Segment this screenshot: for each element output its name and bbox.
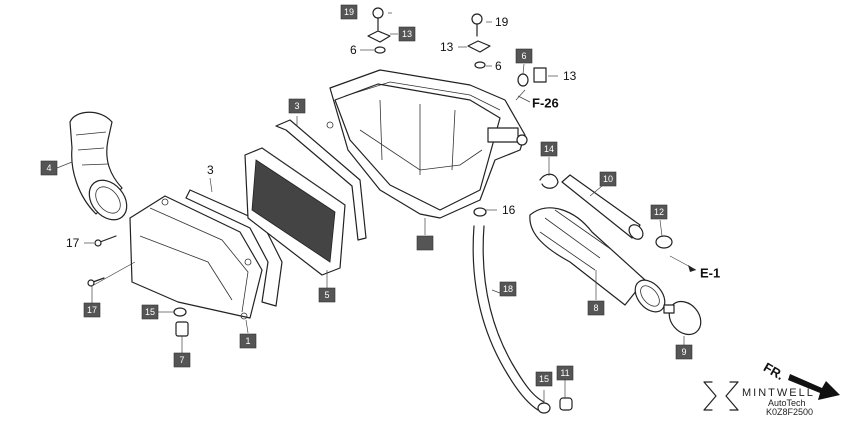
callout-12: 12	[650, 204, 668, 220]
drain-hose-18	[472, 207, 545, 411]
nut-13-right	[467, 40, 491, 53]
callout-13: 13	[398, 26, 416, 42]
label-13-right: 13	[440, 40, 454, 54]
callout-5: 5	[318, 287, 336, 303]
connecting-tube-8	[529, 207, 666, 313]
svg-text:15: 15	[145, 307, 155, 317]
air-cleaner-housing	[326, 69, 528, 219]
svg-text:8: 8	[593, 303, 598, 313]
svg-text:3: 3	[294, 101, 299, 111]
label-3-left: 3	[207, 163, 214, 177]
clip-15-right	[537, 402, 551, 414]
clip-14	[539, 173, 559, 189]
screw-17-a	[94, 235, 117, 247]
svg-text:15: 15	[539, 374, 549, 384]
label-13-side: 13	[563, 69, 577, 83]
ref-e1: E-1	[700, 266, 720, 281]
svg-text:1: 1	[245, 336, 250, 346]
clip-15-left	[173, 307, 187, 317]
svg-text:9: 9	[681, 347, 686, 357]
callout-17: 17	[83, 302, 101, 318]
brand-sub: AutoTech	[768, 398, 806, 408]
brand-name: MINTWELL	[742, 387, 815, 399]
callout-1: 1	[239, 333, 257, 349]
svg-text:6: 6	[521, 51, 526, 61]
callout-15-right: 15	[535, 371, 553, 387]
callout-18: 18	[499, 281, 517, 297]
screw-17-b	[87, 277, 105, 287]
svg-text:17: 17	[87, 305, 97, 315]
svg-text:18: 18	[503, 284, 513, 294]
svg-text:7: 7	[179, 355, 184, 365]
svg-text:19: 19	[344, 7, 354, 17]
nut-13-left	[367, 30, 391, 43]
callout-19: 19	[340, 4, 358, 20]
tube-10	[561, 174, 644, 240]
callout-10: 10	[599, 171, 617, 187]
drain-plug-7	[175, 321, 189, 337]
callout-7: 7	[173, 352, 191, 368]
cap-11	[559, 397, 573, 411]
svg-text:5: 5	[324, 290, 329, 300]
svg-text:11: 11	[560, 368, 569, 378]
callout-8: 8	[587, 300, 605, 316]
callout-14: 14	[540, 141, 558, 157]
callout-15-left: 15	[141, 304, 159, 320]
arrow-e1	[688, 265, 696, 272]
front-arrow-icon	[788, 374, 840, 400]
label-6-left: 6	[350, 43, 357, 57]
svg-text:14: 14	[544, 144, 554, 154]
clip-12	[655, 235, 673, 249]
grommet-6-right	[474, 61, 486, 69]
callout-9: 9	[675, 344, 693, 360]
callout-11: 11	[556, 365, 574, 381]
nut-13-side	[533, 67, 547, 83]
callout-4: 4	[40, 160, 58, 176]
ref-f26: F-26	[532, 96, 559, 111]
cover-seal	[185, 189, 283, 307]
svg-text:13: 13	[402, 29, 412, 39]
ref-fr: FR.	[761, 360, 787, 383]
label-16: 16	[502, 203, 516, 217]
air-cleaner-cover	[129, 195, 263, 320]
svg-text:4: 4	[46, 163, 51, 173]
callout-housing-mark	[416, 235, 434, 251]
callout-6: 6	[515, 48, 533, 64]
filter-seal	[275, 119, 367, 241]
band-9	[663, 300, 702, 336]
brand-logo-icon	[703, 381, 739, 411]
intake-duct	[69, 111, 128, 221]
grommet-6-left	[374, 46, 386, 54]
label-17: 17	[66, 236, 80, 250]
callout-3: 3	[288, 98, 306, 114]
grommet-6-side	[517, 73, 529, 87]
svg-text:10: 10	[603, 174, 613, 184]
bolt-19-left	[372, 7, 384, 31]
bolt-19-right	[471, 13, 483, 37]
label-19-right: 19	[495, 15, 509, 29]
diagram-code: K0Z8F2500	[766, 407, 813, 417]
air-filter-element	[244, 147, 346, 276]
svg-text:12: 12	[654, 207, 664, 217]
label-6-right: 6	[495, 59, 502, 73]
